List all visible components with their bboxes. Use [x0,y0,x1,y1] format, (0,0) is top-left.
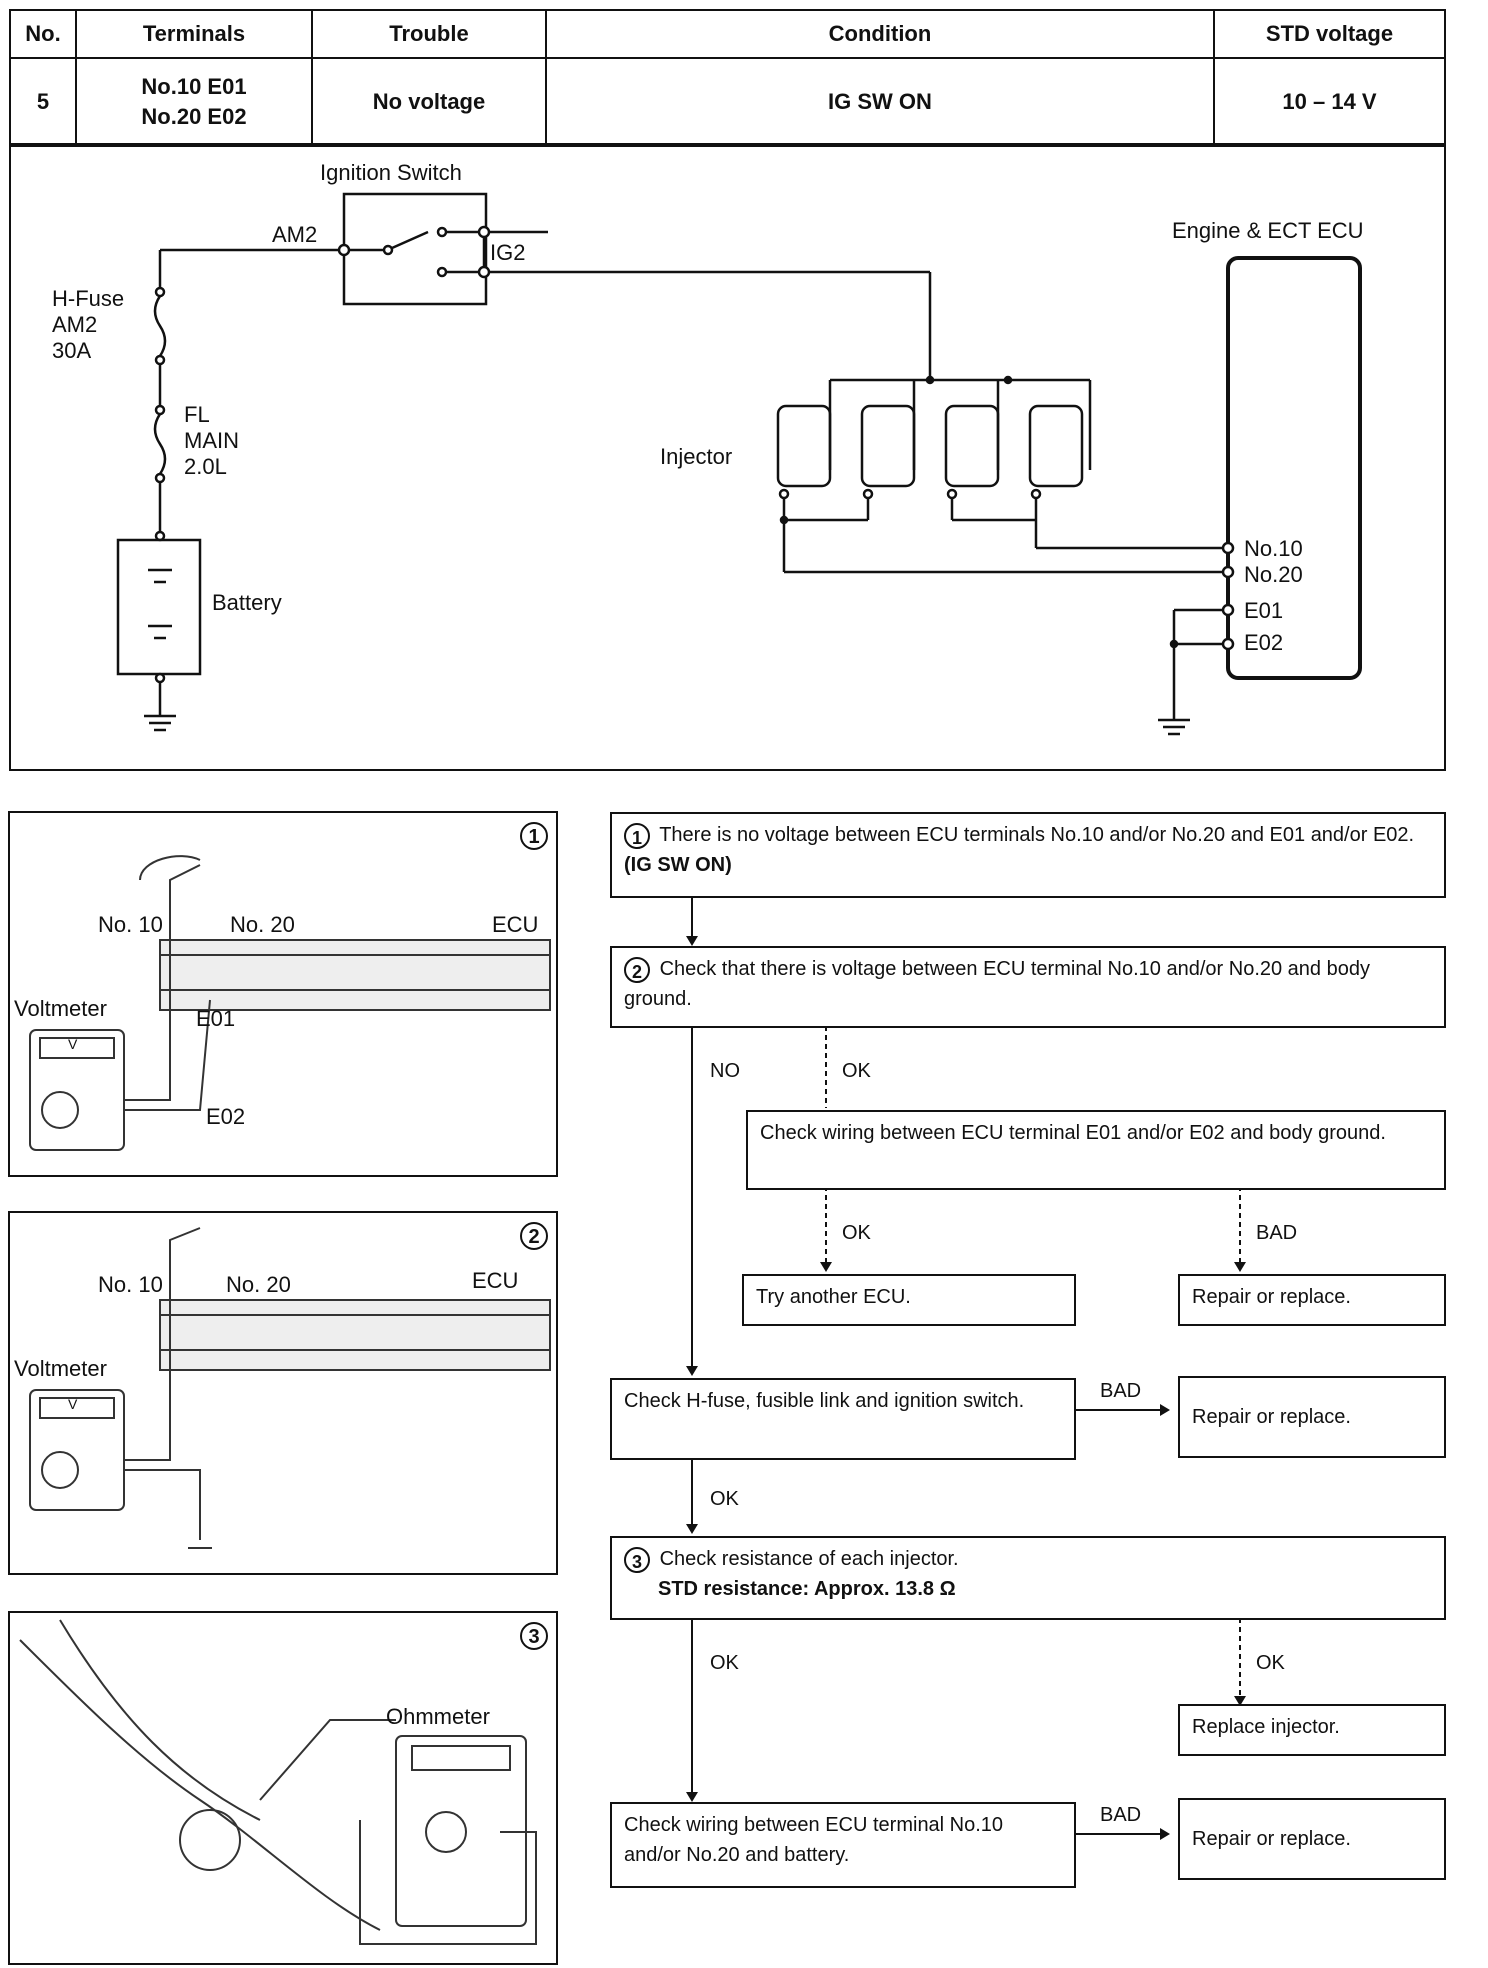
fl-label-2: MAIN [184,428,239,453]
flow-wiring-battery: Check wiring between ECU terminal No.10 … [610,1802,1076,1888]
fig3-number: 3 [520,1622,548,1650]
header-no: No. [9,9,77,59]
am2-label: AM2 [272,222,318,247]
ecu-no10-label: No.10 [1244,536,1303,561]
fig1-e02-label: E02 [206,1104,246,1129]
spec-table: No. Terminals Trouble Condition STD volt… [9,9,1446,147]
fig1-e01-label: E01 [196,1006,236,1031]
flow-ok-label-4: OK [710,1652,739,1674]
fig2-number: 2 [520,1222,548,1250]
fig2-no10-label: No. 10 [98,1272,163,1297]
fig2-ecu-label: ECU [472,1268,519,1293]
header-trouble: Trouble [311,9,547,59]
cell-trouble: No voltage [311,57,547,147]
hfuse-label-1: H-Fuse [52,286,125,311]
flow-wiring-e01-e02: Check wiring between ECU terminal E01 an… [746,1110,1446,1190]
step3-std: STD resistance: Approx. 13.8 Ω [658,1578,956,1600]
flow-repair-2: Repair or replace. [1178,1376,1446,1458]
ignition-switch-label: Ignition Switch [320,160,462,185]
flow-no-label: NO [710,1060,740,1082]
flow-ok-label-1: OK [842,1060,871,1082]
flow-ok-label-5: OK [1256,1652,1285,1674]
fig1-no10-label: No. 10 [98,912,163,937]
header-std-voltage: STD voltage [1213,9,1446,59]
fig1-meter-v: V [68,1036,78,1052]
header-condition: Condition [545,9,1215,59]
flow-step-3: 3 Check resistance of each injector. STD… [610,1536,1446,1620]
flow-step-1: 1 There is no voltage between ECU termin… [610,812,1446,898]
hfuse-label-3: 30A [52,338,92,363]
terminal-line-1: No.10 E01 [141,74,247,99]
hfuse-label-2: AM2 [52,312,98,337]
flow-repair-1: Repair or replace. [1178,1274,1446,1326]
flow-try-another-ecu: Try another ECU. [742,1274,1076,1326]
step3-text: Check resistance of each injector. [659,1548,959,1570]
flow-bad-label-2: BAD [1100,1380,1142,1402]
fig2-no20-label: No. 20 [226,1272,291,1297]
step1-bold: (IG SW ON) [624,854,732,876]
step3-number: 3 [624,1546,650,1573]
fig1-ecu-label: ECU [492,912,539,937]
fl-label-1: FL [184,402,210,427]
flow-repair-3: Repair or replace. [1178,1798,1446,1880]
fig3-ohmmeter-label: Ohmmeter [386,1704,490,1729]
step2-text: Check that there is voltage between ECU … [624,958,1370,1010]
flow-hfuse-check: Check H-fuse, fusible link and ignition … [610,1378,1076,1460]
circuit-diagram-frame [9,143,1446,771]
step2-number: 2 [624,956,650,983]
header-terminals: Terminals [75,9,313,59]
flow-step-2: 2 Check that there is voltage between EC… [610,946,1446,1028]
cell-no: 5 [9,57,77,147]
cell-condition: IG SW ON [545,57,1215,147]
ecu-e02-label: E02 [1244,630,1284,655]
injector-label: Injector [660,444,733,469]
terminal-line-2: No.20 E02 [141,104,247,129]
flow-ok-label-3: OK [710,1488,739,1510]
ecu-label: Engine & ECT ECU [1172,218,1364,243]
step1-text: There is no voltage between ECU terminal… [659,824,1415,846]
fig2-voltmeter-label: Voltmeter [14,1356,107,1381]
flow-ok-label-2: OK [842,1222,871,1244]
flow-replace-injector: Replace injector. [1178,1704,1446,1756]
fl-label-3: 2.0L [184,454,227,479]
ig2-label: IG2 [490,240,526,265]
fig2-meter-v: V [68,1396,78,1412]
cell-std-voltage: 10 – 14 V [1213,57,1446,147]
fig1-voltmeter-label: Voltmeter [14,996,107,1021]
ecu-e01-label: E01 [1244,598,1284,623]
battery-label: Battery [212,590,282,615]
cell-terminals: No.10 E01 No.20 E02 [75,57,313,147]
step1-number: 1 [624,822,650,849]
fig1-number: 1 [520,822,548,850]
ecu-no20-label: No.20 [1244,562,1303,587]
flow-bad-label-1: BAD [1256,1222,1298,1244]
flow-bad-label-3: BAD [1100,1804,1142,1826]
fig1-no20-label: No. 20 [230,912,295,937]
